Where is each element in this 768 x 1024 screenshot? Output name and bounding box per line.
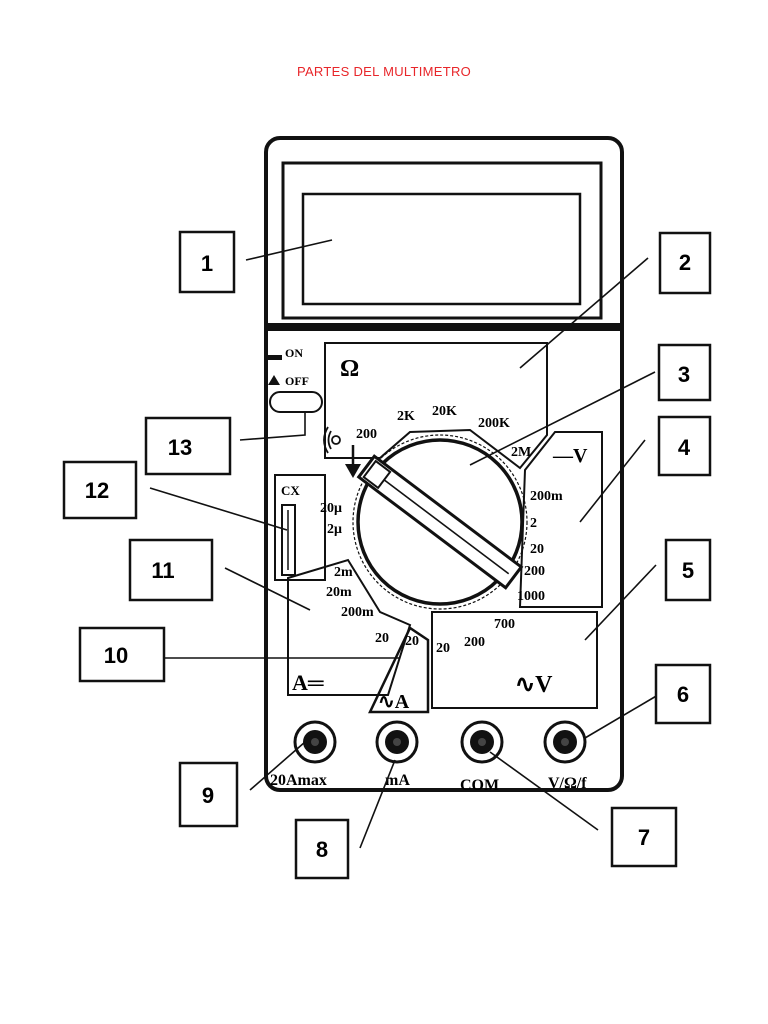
callout-9: 9 (178, 761, 239, 828)
jack-label-com: COM (460, 777, 499, 794)
switch-off-label: OFF (285, 374, 309, 388)
callout-5-label: 5 (682, 558, 694, 583)
aca-range-20-b: 20 (405, 634, 419, 649)
switch-off-marker (268, 375, 280, 385)
callout-1: 1 (178, 230, 236, 294)
callout-2: 2 (658, 231, 712, 295)
lcd-screen (301, 192, 582, 306)
jack-20amax[interactable] (293, 720, 337, 764)
jack-ma[interactable] (375, 720, 419, 764)
callout-13-label: 13 (168, 435, 192, 460)
acv-range-20: 20 (436, 641, 450, 656)
callout-12: 12 (62, 460, 138, 520)
callout-11-label: 11 (151, 558, 174, 583)
page-title: PARTES DEL MULTIMETRO (296, 64, 472, 79)
dcv-range-200: 200 (524, 564, 545, 579)
ohm-range-200: 200 (356, 427, 377, 442)
dca-symbol: A═ (292, 670, 324, 695)
acv-symbol: ∿V (515, 672, 553, 698)
switch-on-marker (268, 355, 282, 360)
callout-8: 8 (294, 818, 350, 880)
acv-range-200: 200 (464, 635, 485, 650)
callout-6: 6 (654, 663, 712, 725)
power-switch-button[interactable] (269, 391, 323, 413)
callout-11: 11 (128, 538, 214, 602)
callout-10-label: 10 (104, 643, 128, 668)
dca-range-2m: 2m (334, 565, 353, 580)
callout-7-label: 7 (638, 825, 650, 850)
capacitor-slot[interactable] (281, 504, 296, 576)
aca-panel (368, 626, 430, 714)
callout-13: 13 (144, 416, 232, 476)
ohm-range-20k: 20K (432, 404, 457, 419)
ohm-range-200k: 200K (478, 416, 510, 431)
dcv-range-2: 2 (530, 516, 537, 531)
callout-6-label: 6 (677, 682, 689, 707)
cap-range-2u: 2μ (327, 522, 342, 537)
cx-panel (274, 474, 326, 581)
acv-range-700: 700 (494, 617, 515, 632)
dca-range-200m: 200m (341, 605, 374, 620)
dcv-panel (518, 431, 603, 608)
callout-3-label: 3 (678, 362, 690, 387)
aca-symbol: ∿A (378, 691, 410, 713)
cap-range-20u: 20μ (320, 501, 342, 516)
acv-panel (431, 611, 598, 709)
callout-2-label: 2 (679, 250, 691, 275)
aca-range-20-a: 20 (375, 631, 389, 646)
dcv-symbol: —V (552, 445, 588, 467)
rotary-dial-rim (352, 434, 528, 610)
callout-10: 10 (78, 626, 166, 683)
leader-lines (149, 239, 659, 849)
jack-label-20amax: 20Amax (270, 772, 327, 789)
cx-symbol: CX (281, 483, 300, 498)
jack-v-ohm-f[interactable] (543, 720, 587, 764)
ohm-symbol: Ω (340, 356, 359, 382)
callout-3: 3 (657, 343, 712, 402)
jack-label-ma: mA (385, 772, 410, 789)
callout-4: 4 (657, 415, 712, 477)
jack-label-v-ohm-f: V/Ω/f (548, 775, 587, 792)
display-divider (266, 323, 622, 331)
callout-1-label: 1 (201, 251, 213, 276)
dcv-range-20: 20 (530, 542, 544, 557)
callout-12-label: 12 (85, 478, 109, 503)
callout-7: 7 (610, 806, 678, 868)
callout-8-label: 8 (316, 837, 328, 862)
callout-5: 5 (664, 538, 712, 602)
jack-com[interactable] (460, 720, 504, 764)
dcv-range-200m: 200m (530, 489, 563, 504)
ohm-panel (324, 342, 548, 470)
ohm-range-2m: 2M (511, 445, 531, 460)
callout-4-label: 4 (678, 435, 691, 460)
dca-range-20m: 20m (326, 585, 352, 600)
range-pointer-arrow-icon (345, 445, 361, 478)
dca-panel (287, 558, 412, 696)
switch-on-label: ON (285, 346, 303, 360)
ohm-range-2k: 2K (397, 409, 415, 424)
continuity-beeper-icon (323, 426, 341, 454)
dcv-range-1000: 1000 (517, 589, 545, 604)
callout-9-label: 9 (202, 783, 214, 808)
